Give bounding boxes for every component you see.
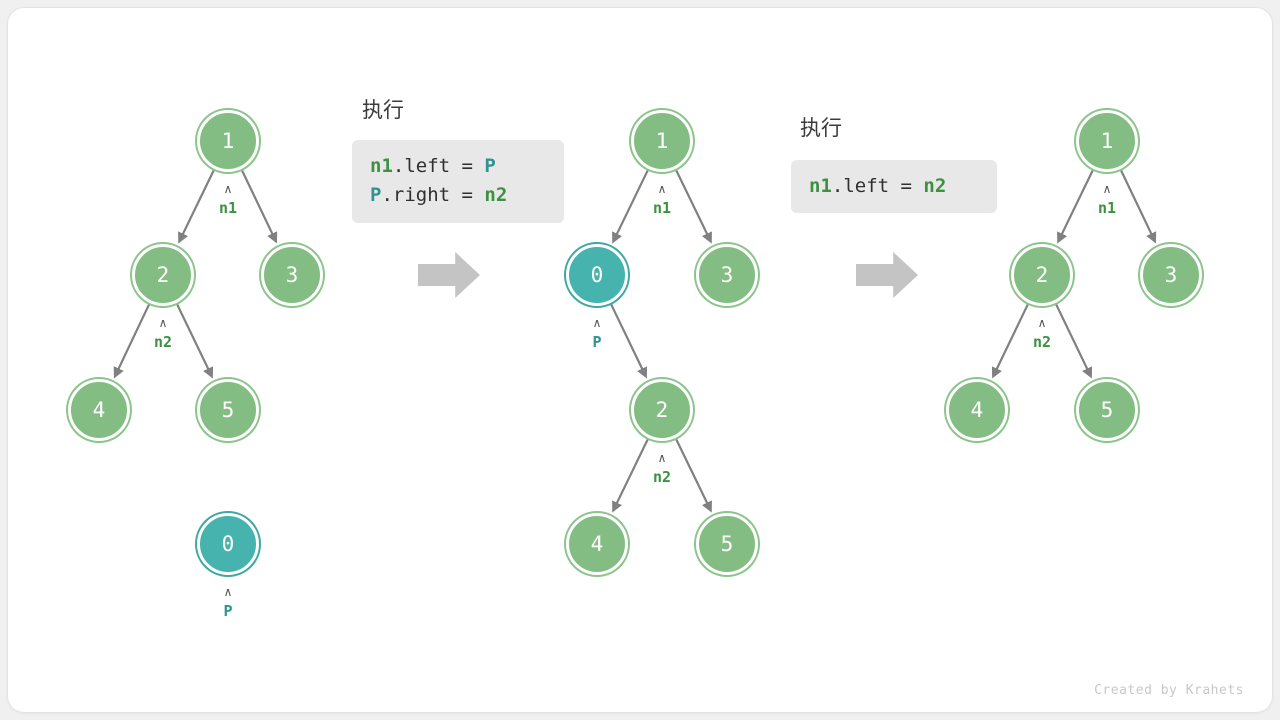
pointer-caret-icon: ∧ <box>1037 316 1047 330</box>
code-token: .right = <box>381 184 485 207</box>
step-2-title: 执行 <box>362 98 404 122</box>
pointer-n2: ∧ n2 <box>113 317 213 350</box>
pointer-label: n2 <box>1032 333 1052 351</box>
tree-node-value: 4 <box>590 531 604 556</box>
tree-node-value: 3 <box>285 262 299 287</box>
pointer-caret-icon: ∧ <box>158 316 168 330</box>
pointer-p: ∧P <box>178 586 278 619</box>
pointer-n2: ∧ n2 <box>612 452 712 485</box>
pointer-label: n2 <box>153 333 173 351</box>
tree-node-0[interactable]: 0 <box>566 244 628 306</box>
tree-node-5[interactable]: 5 <box>696 513 758 575</box>
pointer-caret-icon: ∧ <box>223 182 233 196</box>
tree-node-2[interactable]: 2 <box>631 379 693 441</box>
pointer-label: n1 <box>218 199 238 217</box>
code-token: n1 <box>809 175 832 197</box>
pointer-label: n1 <box>652 199 672 217</box>
step-arrow-1 <box>418 252 480 298</box>
pointer-n1: ∧ n1 <box>178 183 278 216</box>
tree-node-3[interactable]: 3 <box>261 244 323 306</box>
pointer-label: P <box>223 602 233 620</box>
pointer-caret-icon: ∧ <box>1102 182 1112 196</box>
pointer-n1: ∧ n1 <box>1057 183 1157 216</box>
tree-node-value: 3 <box>720 262 734 287</box>
code-token: n1 <box>370 155 393 177</box>
step-3-code-block: n1.left = n2 <box>791 160 997 214</box>
tree-node-2[interactable]: 2 <box>132 244 194 306</box>
tree-node-4[interactable]: 4 <box>566 513 628 575</box>
tree-node-2[interactable]: 2 <box>1011 244 1073 306</box>
tree-node-value: 5 <box>1100 397 1114 422</box>
tree-node-value: 2 <box>655 397 669 422</box>
code-token: .left = <box>831 175 924 197</box>
tree-node-value: 4 <box>970 397 984 422</box>
tree-node-value: 2 <box>156 262 170 287</box>
tree-node-value: 1 <box>221 128 235 153</box>
code-token: n2 <box>923 175 947 197</box>
pointer-caret-icon: ∧ <box>657 182 667 196</box>
tree-node-value: 0 <box>221 531 235 556</box>
tree-node-3[interactable]: 3 <box>696 244 758 306</box>
pointer-caret-icon: ∧ <box>223 585 233 599</box>
pointer-n1: ∧ n1 <box>612 183 712 216</box>
tree-node-value: 2 <box>1035 262 1049 287</box>
code-line: P.right = n2 <box>370 181 546 210</box>
tree-node-5[interactable]: 5 <box>197 379 259 441</box>
pointer-n2: ∧ n2 <box>992 317 1092 350</box>
tree-node-value: 0 <box>590 262 604 287</box>
pointer-label: n1 <box>1097 199 1117 217</box>
tree-node-4[interactable]: 4 <box>68 379 130 441</box>
pointer-p: ∧P <box>547 317 647 350</box>
step-3-title: 执行 <box>800 116 842 140</box>
pointer-label: n2 <box>652 468 672 486</box>
code-line: n1.left = P <box>370 152 546 181</box>
pointer-caret-icon: ∧ <box>657 451 667 465</box>
tree-node-value: 1 <box>655 128 669 153</box>
tree-node-0[interactable]: 0 <box>197 513 259 575</box>
pointer-caret-icon: ∧ <box>592 316 602 330</box>
tree-node-value: 5 <box>221 397 235 422</box>
tree-node-4[interactable]: 4 <box>946 379 1008 441</box>
tree-node-value: 5 <box>720 531 734 556</box>
tree-node-1[interactable]: 1 <box>1076 110 1138 172</box>
tree-node-3[interactable]: 3 <box>1140 244 1202 306</box>
code-token: n2 <box>484 184 508 207</box>
code-line: n1.left = n2 <box>809 172 979 201</box>
credit-text: Created by Krahets <box>1094 683 1244 698</box>
step-arrow-2 <box>856 252 918 298</box>
tree-node-1[interactable]: 1 <box>197 110 259 172</box>
code-token: P <box>484 155 496 177</box>
tree-node-value: 3 <box>1164 262 1178 287</box>
tree-node-5[interactable]: 5 <box>1076 379 1138 441</box>
code-token: P <box>370 184 382 207</box>
tree-node-value: 1 <box>1100 128 1114 153</box>
pointer-label: P <box>592 333 602 351</box>
tree-node-1[interactable]: 1 <box>631 110 693 172</box>
code-token: .left = <box>392 155 485 177</box>
tree-node-value: 4 <box>92 397 106 422</box>
